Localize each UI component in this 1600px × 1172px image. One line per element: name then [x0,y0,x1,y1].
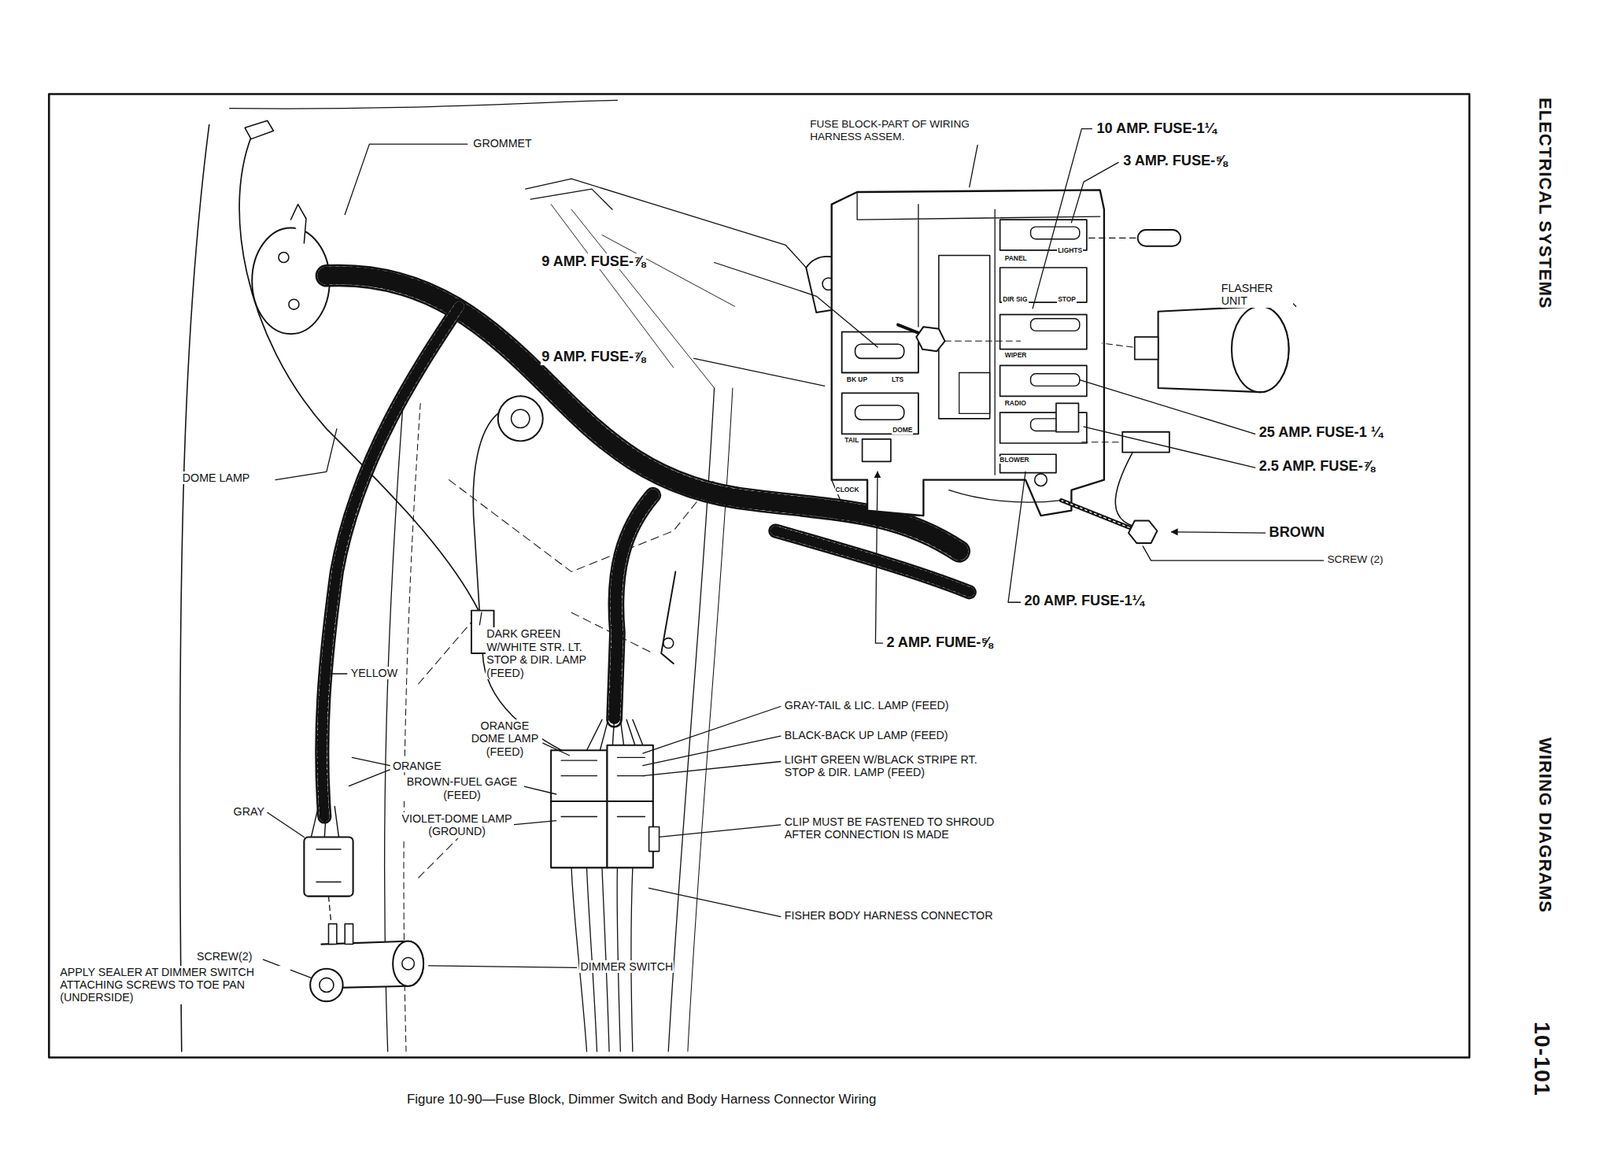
callout-label: GRAY [232,805,266,818]
callout-label: FISHER BODY HARNESS CONNECTOR [783,909,994,922]
fuse-slot-label: TAIL [843,436,860,445]
callout-label: GRAY-TAIL & LIC. LAMP (FEED) [783,698,950,712]
page-heading: ELECTRICAL SYSTEMS [1535,96,1556,311]
callout-label: BROWN-FUEL GAGE (FEED) [399,775,525,802]
fuse-slot-label: RADIO [1004,399,1028,408]
callout-label: LIGHT GREEN W/BLACK STRIPE RT. STOP & DI… [783,753,990,780]
fuse-slot-label: WIPER [1004,351,1028,360]
fuse-slot-label: LTS [890,376,905,385]
callout-label: 20 AMP. FUSE-1¼ [1023,592,1145,610]
callout-label: 25 AMP. FUSE-1 ¼ [1258,424,1384,441]
callout-label: APPLY SEALER AT DIMMER SWITCH ATTACHING … [59,965,291,1005]
callout-label: DARK GREEN W/WHITE STR. LT. STOP & DIR. … [485,627,602,680]
callout-label: SCREW (2) [1326,553,1385,566]
fuse-slot-label: BLOWER [998,456,1030,465]
callout-label: 9 AMP. FUSE-⅞ [540,253,647,270]
callout-label: DOME LAMP [181,471,252,485]
callout-label: 10 AMP. FUSE-1¼ [1096,120,1218,137]
callout-label: SCREW(2) [195,949,253,963]
fuse-slot-label: LIGHTS [1056,247,1083,255]
callout-label: GROMMET [472,136,533,150]
callout-label: FUSE BLOCK-PART OF WIRING HARNESS ASSEM. [809,118,980,143]
fuse-slot-label: PANEL [1004,254,1028,263]
page-heading: 10-101 [1529,1020,1556,1098]
callout-label: 2.5 AMP. FUSE-⅞ [1258,458,1376,475]
figure-caption: Figure 10-90—Fuse Block, Dimmer Switch a… [406,1091,877,1107]
callout-label: CLIP MUST BE FASTENED TO SHROUD AFTER CO… [783,815,1020,842]
callout-label: DIMMER SWITCH [579,960,674,973]
callout-label: VIOLET-DOME LAMP (GROUND) [399,812,514,839]
callout-label: 3 AMP. FUSE-⅝ [1122,152,1228,170]
callout-label: YELLOW [350,666,399,680]
callout-label: FLASHER UNIT [1220,281,1294,308]
fuse-slot-label: BK UP [846,376,869,385]
callout-label: 9 AMP. FUSE-⅞ [540,348,647,366]
callout-label: BROWN [1268,524,1327,541]
fuse-slot-label: CLOCK [835,486,861,495]
callout-label: ORANGE DOME LAMP (FEED) [467,719,543,758]
callout-label: BLACK-BACK UP LAMP (FEED) [783,728,950,742]
page-heading: WIRING DIAGRAMS [1535,736,1556,914]
callout-label: ORANGE [391,759,443,773]
fuse-slot-label: DIR SIG [1001,295,1028,304]
fuse-slot-label: DOME [891,426,913,435]
callout-label: 2 AMP. FUME-⅝ [885,634,994,651]
fuse-slot-label: STOP [1056,295,1077,304]
